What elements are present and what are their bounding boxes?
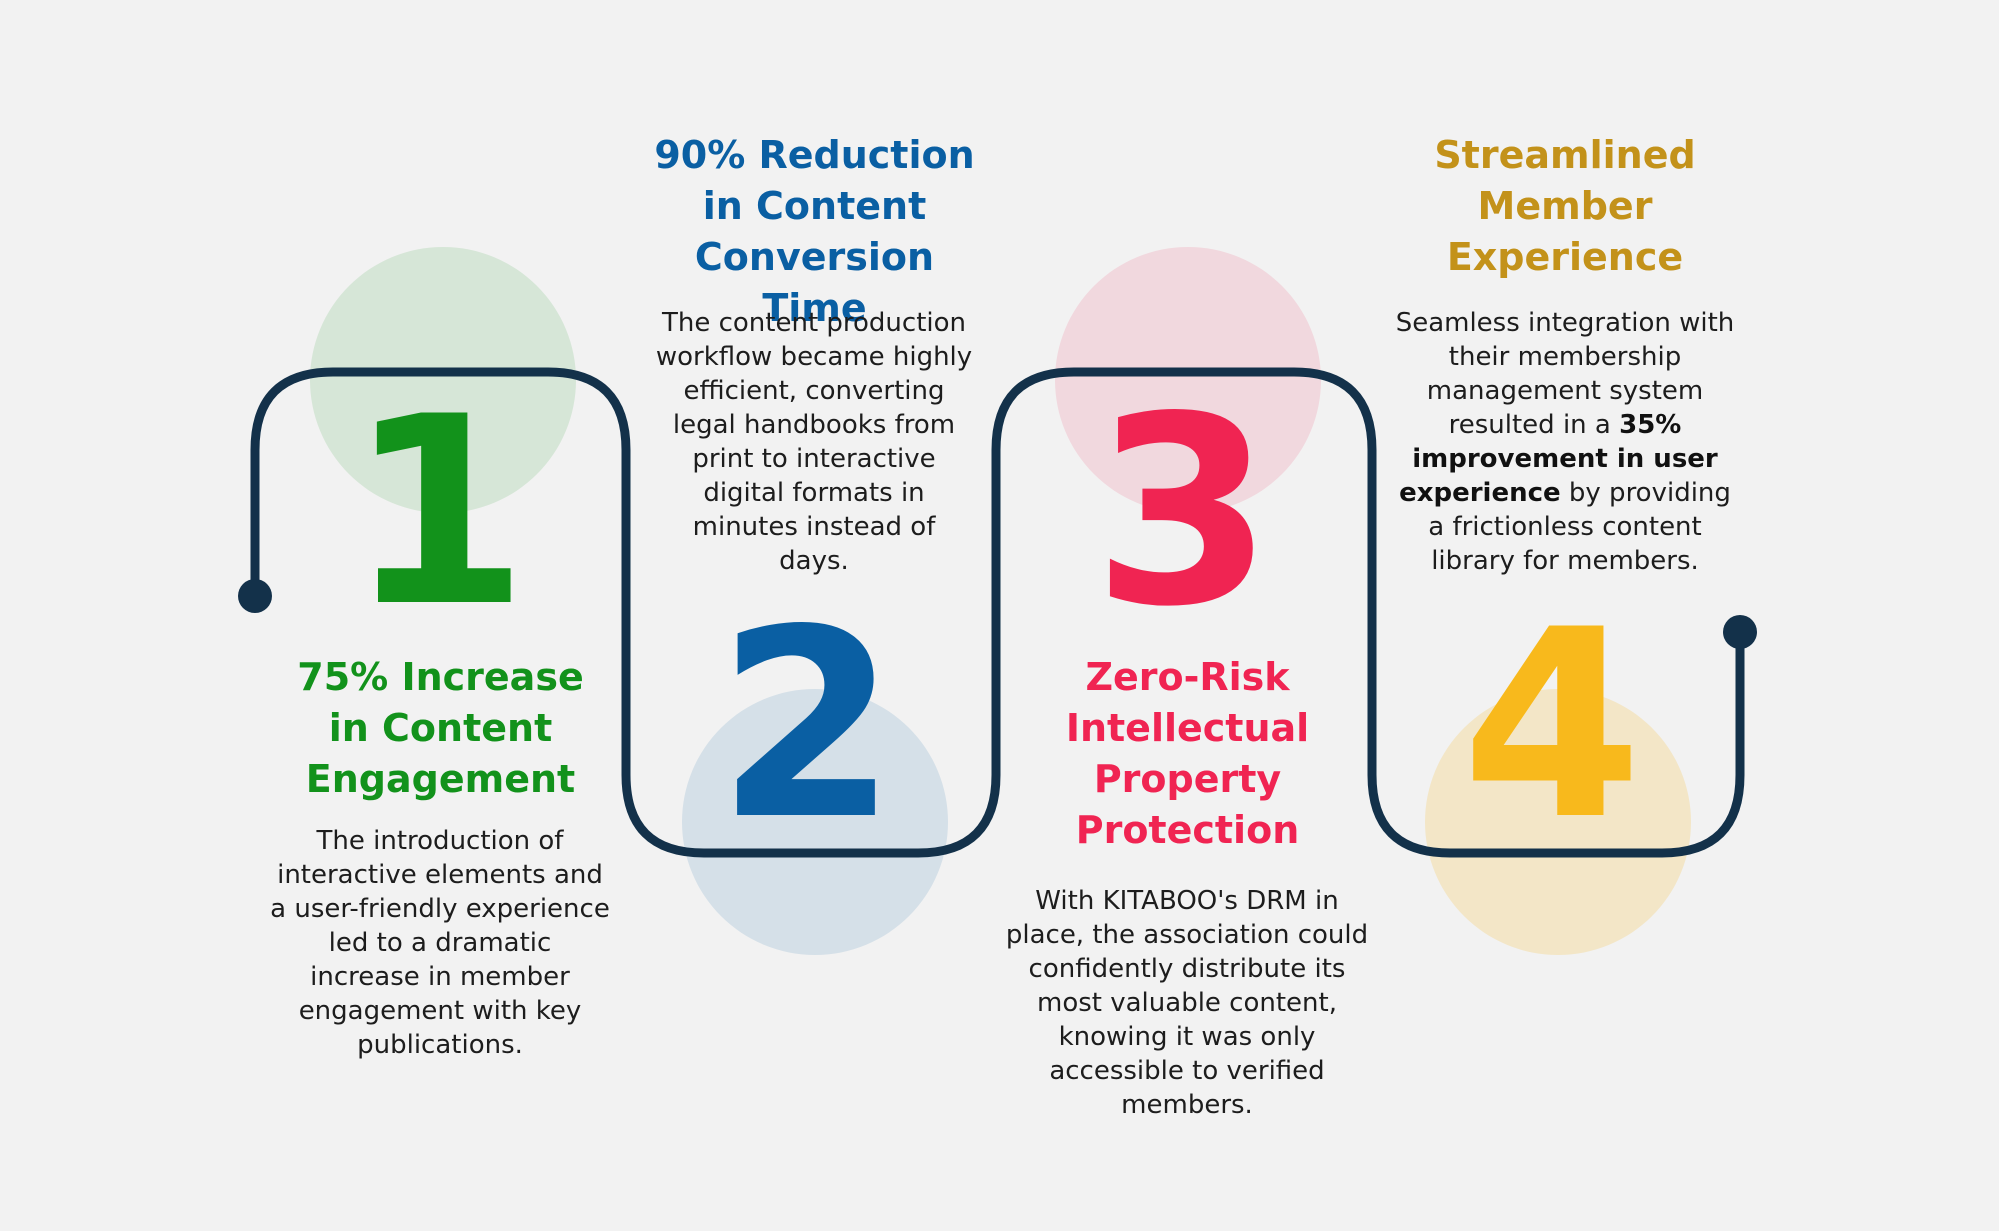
step-4-number: 4 <box>1462 575 1643 877</box>
path-start-dot <box>238 579 272 613</box>
winding-path <box>250 367 1745 858</box>
step-4-description-highlight: 35% improvement in user experience <box>1399 410 1718 508</box>
step-1-description: The introduction of interactive elements… <box>270 826 610 1060</box>
step-2-description: The content production workflow became h… <box>655 308 973 576</box>
step-4-description-start: Seamless integration with their membersh… <box>1395 308 1735 440</box>
step-1-title: 75% Increase in Content Engagement <box>297 655 584 801</box>
step-2-number: 2 <box>717 575 898 877</box>
step-4-bg-circle <box>1425 689 1691 955</box>
step-4-title: Streamlined Member Experience <box>1434 133 1696 279</box>
path-end-dot <box>1723 615 1757 649</box>
step-4-description: Seamless integration with their membersh… <box>1388 306 1742 578</box>
step-1-bg-circle <box>310 247 576 513</box>
step-2-title: 90% Reduction in Content Conversion Time <box>654 133 975 330</box>
step-3-bg-circle <box>1055 247 1321 513</box>
step-1-number: 1 <box>348 362 529 664</box>
step-2-bg-circle <box>682 689 948 955</box>
step-3-number: 3 <box>1093 362 1274 664</box>
step-3-title: Zero-Risk Intellectual Property Protecti… <box>1065 655 1310 852</box>
step-4-description-end: by providing a frictionless content libr… <box>1428 478 1731 576</box>
step-3-description: With KITABOO's DRM in place, the associa… <box>1005 886 1369 1120</box>
